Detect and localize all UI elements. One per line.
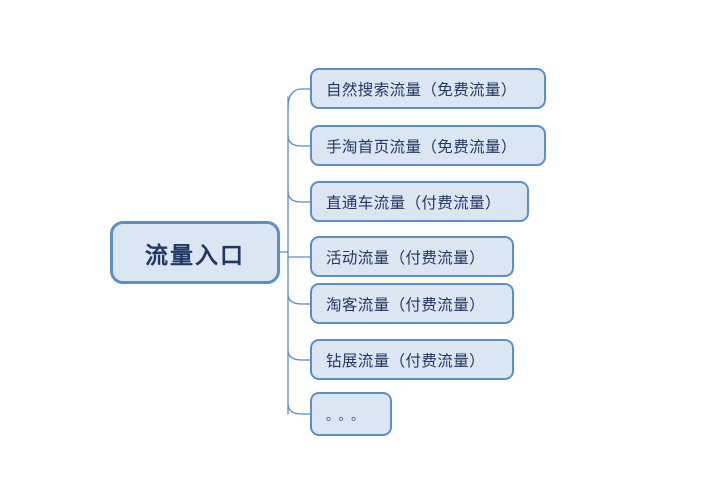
branch-node-label: 活动流量（付费流量） (326, 248, 486, 267)
branch-node-natural-search[interactable]: 自然搜索流量（免费流量） (310, 68, 546, 109)
branch-node-label: 手淘首页流量（免费流量） (326, 137, 517, 156)
branch-node-label: 自然搜索流量（免费流量） (326, 80, 517, 99)
connector-branch-1 (287, 135, 311, 147)
branch-node-label: 直通车流量（付费流量） (326, 193, 501, 212)
connector-branch-5 (287, 349, 311, 361)
root-node-label: 流量入口 (145, 242, 245, 269)
connector-branch-2 (287, 191, 311, 203)
branch-node-taoke[interactable]: 淘客流量（付费流量） (310, 283, 514, 324)
branch-node-label: 淘客流量（付费流量） (326, 295, 486, 314)
branch-node-ellipsis[interactable]: 。。。 (310, 392, 392, 436)
branch-node-zhitongche[interactable]: 直通车流量（付费流量） (310, 181, 529, 222)
root-node[interactable]: 流量入口 (110, 221, 280, 284)
ellipsis-label: 。。。 (326, 408, 371, 424)
branch-node-label: 钻展流量（付费流量） (326, 351, 486, 370)
connector-branch-6 (287, 403, 311, 415)
branch-node-taobao-homepage[interactable]: 手淘首页流量（免费流量） (310, 125, 546, 166)
branch-node-zuanzhan[interactable]: 钻展流量（付费流量） (310, 339, 514, 380)
connector-branch-4 (287, 293, 311, 305)
branch-node-activity[interactable]: 活动流量（付费流量） (310, 236, 514, 277)
connector-branch-0 (287, 88, 311, 109)
